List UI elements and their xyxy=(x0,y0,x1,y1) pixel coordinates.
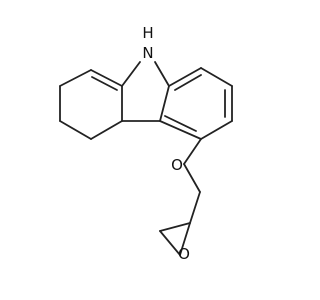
bond-c5-o xyxy=(183,138,202,165)
bond-c8a-c8-double xyxy=(174,74,202,91)
molecule-structure: H N O O xyxy=(59,24,233,263)
bond-c4-c4a xyxy=(90,120,123,140)
atom-label-ether-o: O xyxy=(171,156,183,174)
bond-c9a-c1 xyxy=(90,69,123,87)
bond-o-ch2 xyxy=(183,163,201,193)
bond-c5-c4b-double xyxy=(164,115,197,132)
atom-label-nh-n: N xyxy=(142,44,153,62)
atom-label-nh-h: H xyxy=(142,24,153,42)
molecule-diagram: H N O O xyxy=(59,24,233,263)
bond-epoxide-o-c1 xyxy=(179,222,191,256)
atom-label-epoxide-o: O xyxy=(178,245,190,263)
bond-skeleton xyxy=(59,61,233,256)
bond-n-c8a xyxy=(154,61,170,87)
bond-c9a-c1-double xyxy=(91,76,118,91)
bond-c8-c7 xyxy=(200,67,233,87)
bond-c1-c2 xyxy=(59,69,92,87)
bond-epoxide-c2-o xyxy=(159,230,181,256)
bond-ch2-epoxide xyxy=(189,191,201,224)
bond-c9a-n xyxy=(121,61,141,87)
bond-epoxide-c1-c2 xyxy=(159,222,191,232)
bond-c3-c4 xyxy=(59,120,92,140)
bond-c5-c4b xyxy=(159,120,202,140)
bond-c8a-c8 xyxy=(168,67,202,87)
atom-labels: H N O O xyxy=(142,24,190,263)
bond-c8a-c4b xyxy=(159,85,170,122)
bond-c6-c5 xyxy=(200,120,233,140)
